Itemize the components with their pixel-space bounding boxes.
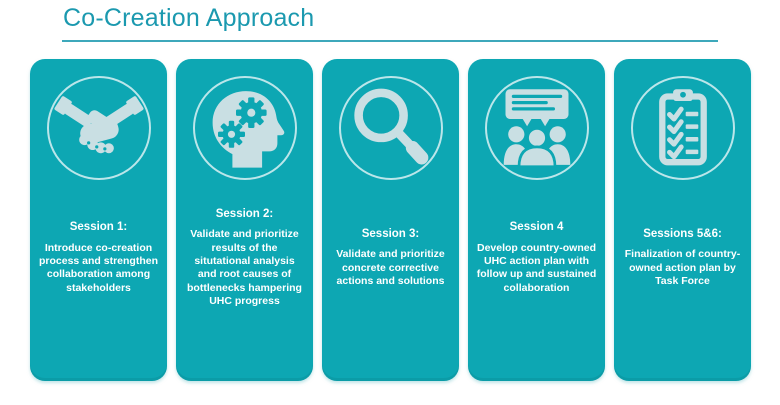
head-gears-icon bbox=[200, 83, 290, 173]
session-heading: Sessions 5&6: bbox=[643, 227, 722, 240]
discussion-icon bbox=[492, 83, 582, 173]
session-heading: Session 2: bbox=[215, 207, 274, 220]
session-card: Session 1: Introduce co-creation process… bbox=[30, 59, 167, 381]
cards-row: Session 1: Introduce co-creation process… bbox=[30, 59, 751, 381]
session-heading: Session 3: bbox=[361, 227, 420, 240]
session-card: Session 4 Develop country-owned UHC acti… bbox=[468, 59, 605, 381]
page-title: Co-Creation Approach bbox=[63, 4, 315, 32]
checklist-icon bbox=[638, 83, 728, 173]
session-body: Introduce co-creation process and streng… bbox=[38, 241, 159, 294]
session-text: Session 1: Introduce co-creation process… bbox=[30, 182, 167, 334]
session-text: Sessions 5&6: Finalization of country-ow… bbox=[614, 182, 751, 334]
session-text: Session 2: Validate and prioritize resul… bbox=[176, 182, 313, 334]
magnifier-icon bbox=[346, 83, 436, 173]
session-text: Session 3: Validate and prioritize concr… bbox=[322, 182, 459, 334]
icon-circle bbox=[630, 76, 735, 180]
session-card: Session 2: Validate and prioritize resul… bbox=[176, 59, 313, 381]
session-body: Validate and prioritize concrete correct… bbox=[336, 248, 445, 288]
session-body: Develop country-owned UHC action plan wi… bbox=[476, 241, 597, 294]
icon-circle bbox=[484, 76, 589, 180]
session-body: Validate and prioritize results of the s… bbox=[187, 228, 302, 308]
session-heading: Session 1: bbox=[69, 220, 128, 233]
session-body: Finalization of country-owned action pla… bbox=[624, 248, 741, 288]
handshake-icon bbox=[54, 83, 144, 173]
session-card: Sessions 5&6: Finalization of country-ow… bbox=[614, 59, 751, 381]
session-text: Session 4 Develop country-owned UHC acti… bbox=[468, 182, 605, 334]
icon-circle bbox=[192, 76, 297, 180]
title-underline bbox=[62, 40, 718, 42]
session-card: Session 3: Validate and prioritize concr… bbox=[322, 59, 459, 381]
icon-circle bbox=[338, 76, 443, 180]
icon-circle bbox=[46, 76, 151, 180]
session-heading: Session 4 bbox=[509, 220, 564, 233]
